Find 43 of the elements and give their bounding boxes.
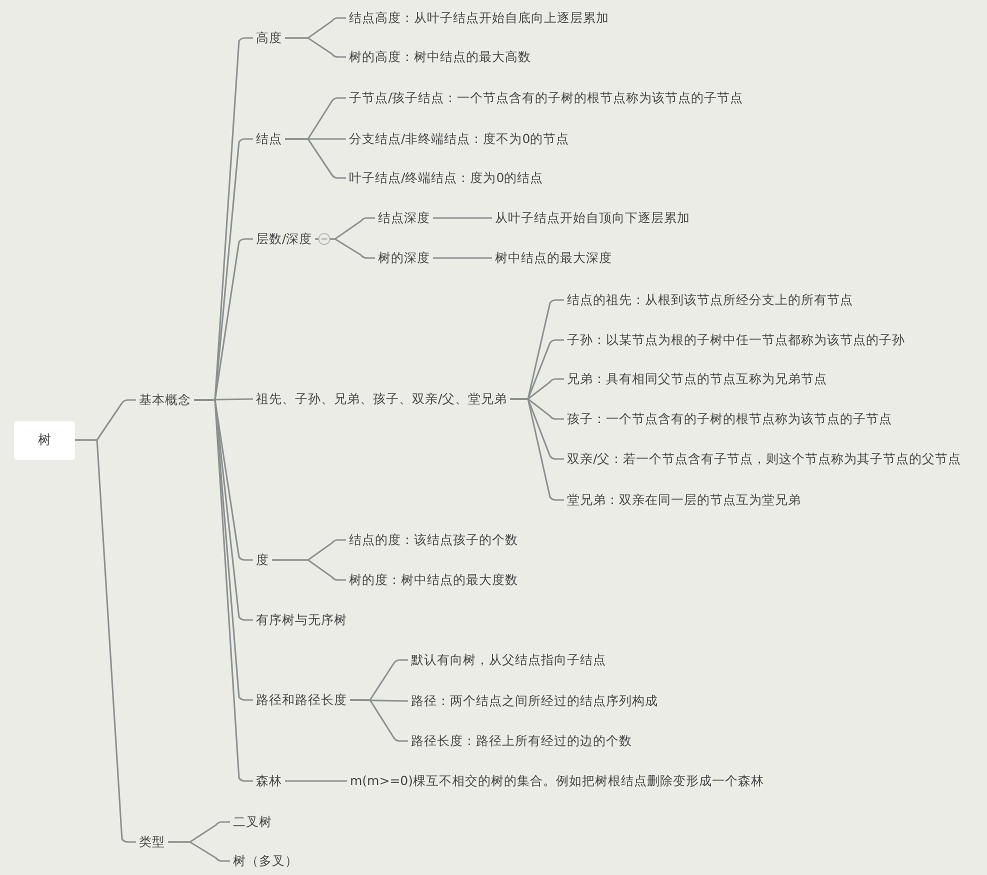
topic-text: 高度 [253, 28, 285, 48]
topic-text: 路径：两个结点之间所经过的结点序列构成 [408, 691, 661, 711]
topic-text: 叶子结点/终端结点：度为0的结点 [346, 168, 546, 188]
topic-text: 默认有向树，从父结点指向子结点 [408, 650, 609, 670]
topic-text: 二叉树 [230, 812, 275, 832]
topic-text: 结点 [253, 129, 285, 149]
topic-text: 树中结点的最大深度 [492, 248, 615, 268]
topic-text: 路径和路径长度 [253, 690, 350, 710]
topic-text: 基本概念 [136, 390, 194, 410]
topic-text: 祖先、子孙、兄弟、孩子、双亲/父、堂兄弟 [253, 389, 510, 409]
topic-text: 结点高度：从叶子结点开始自底向上逐层累加 [346, 8, 612, 28]
topic-text: 堂兄弟：双亲在同一层的节点互为堂兄弟 [564, 490, 804, 510]
topic-text: 结点深度 [375, 208, 433, 228]
topic-text: 树的高度：树中结点的最大高数 [346, 47, 534, 67]
topic-text: 结点的祖先：从根到该节点所经分支上的所有节点 [564, 290, 856, 310]
topic-text: 有序树与无序树 [253, 610, 350, 630]
topic-text: 类型 [136, 832, 168, 852]
topic-text: 度 [253, 550, 272, 570]
connector-line [285, 780, 347, 782]
root-box: 树 [14, 420, 75, 460]
topic-text: 路径长度：路径上所有经过的边的个数 [408, 731, 635, 751]
connector-line [285, 138, 346, 179]
connector-line [433, 257, 492, 259]
connector-line [350, 699, 408, 742]
topic-text: 层数/深度 [253, 229, 316, 249]
topic-text: 树的深度 [375, 248, 433, 268]
topic-text: 树的度：树中结点的最大度数 [346, 570, 521, 590]
topic-text: 树（多叉） [230, 851, 301, 871]
topic-text: 双亲/父：若一个节点含有子节点，则这个节点称为其子节点的父节点 [564, 449, 964, 469]
topic-text: 子孙：以某节点为根的子树中任一节点都称为该节点的子孙 [564, 330, 908, 350]
topic-text: m(m>=0)棵互不相交的树的集合。例如把树根结点删除变形成一个森林 [347, 771, 768, 791]
topic-text: 分支结点/非终端结点：度不为0的节点 [346, 129, 572, 149]
topic-text: 森林 [253, 771, 285, 791]
connector-line [272, 559, 346, 581]
topic-text: 结点的度：该结点孩子的个数 [346, 530, 521, 550]
topic-text: 孩子：一个节点含有的子树的根节点称为该节点的子节点 [564, 409, 895, 429]
connector-line [315, 238, 375, 259]
connector-line [433, 217, 492, 219]
connector-line [285, 37, 346, 58]
connector-line [168, 841, 230, 862]
topic-text: 子节点/孩子结点：一个节点含有的子树的根节点称为该节点的子节点 [346, 88, 746, 108]
topic-text: 从叶子结点开始自顶向下逐层累加 [492, 208, 693, 228]
topic-text: 兄弟：具有相同父节点的节点互称为兄弟节点 [564, 369, 830, 389]
